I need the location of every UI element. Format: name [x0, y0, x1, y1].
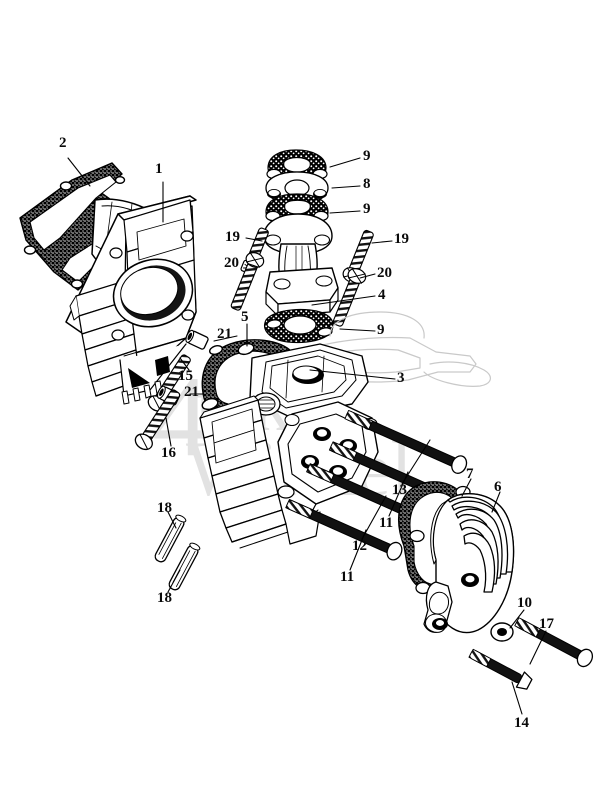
callout-19-left: 19	[225, 229, 240, 245]
callout-20-right: 20	[377, 265, 392, 281]
callout-21a: 21	[217, 326, 232, 342]
callout-14: 14	[514, 715, 529, 731]
callout-3: 3	[397, 370, 405, 386]
callout-6: 6	[494, 479, 502, 495]
part-6-head-cover	[423, 493, 515, 634]
part-21a-dowel	[185, 329, 209, 350]
part-13-long-bolt	[344, 409, 468, 474]
callout-7: 7	[466, 466, 474, 482]
callout-17: 17	[539, 616, 554, 632]
callout-9b: 9	[363, 201, 371, 217]
callout-19-right: 19	[394, 231, 409, 247]
callout-1: 1	[155, 161, 163, 177]
part-16-bolt	[134, 389, 181, 451]
callout-13: 13	[392, 482, 407, 498]
callout-10: 10	[517, 595, 532, 611]
callout-9c: 9	[377, 322, 385, 338]
part-9c-gasket	[264, 308, 334, 344]
part-20-right-bolt	[332, 268, 367, 327]
callout-21b: 21	[184, 384, 199, 400]
callout-4: 4	[378, 287, 386, 303]
part-1-cylinder	[65, 195, 197, 405]
part-10-washer	[490, 622, 514, 642]
callout-18b: 18	[157, 590, 172, 606]
part-11b-long-bolt	[285, 499, 403, 561]
cylinder-head-assembly	[199, 343, 379, 549]
callout-8: 8	[363, 176, 371, 192]
callout-20-left: 20	[224, 255, 239, 271]
callout-16: 16	[161, 445, 176, 461]
callout-5: 5	[241, 309, 249, 325]
callout-11a: 11	[379, 515, 394, 531]
callout-11b: 11	[340, 569, 355, 585]
part-14-bolt	[468, 648, 533, 690]
part-4-intake-manifold	[263, 213, 339, 317]
callout-15: 15	[178, 368, 193, 384]
callout-18a: 18	[157, 500, 172, 516]
part-20-left-bolt	[230, 252, 265, 311]
part-18a-dowel-pin	[154, 514, 187, 563]
callout-9a: 9	[363, 148, 371, 164]
callout-12: 12	[352, 538, 367, 554]
callout-2: 2	[59, 135, 67, 151]
part-17-bolt	[514, 617, 594, 668]
leader-lines	[67, 157, 547, 715]
